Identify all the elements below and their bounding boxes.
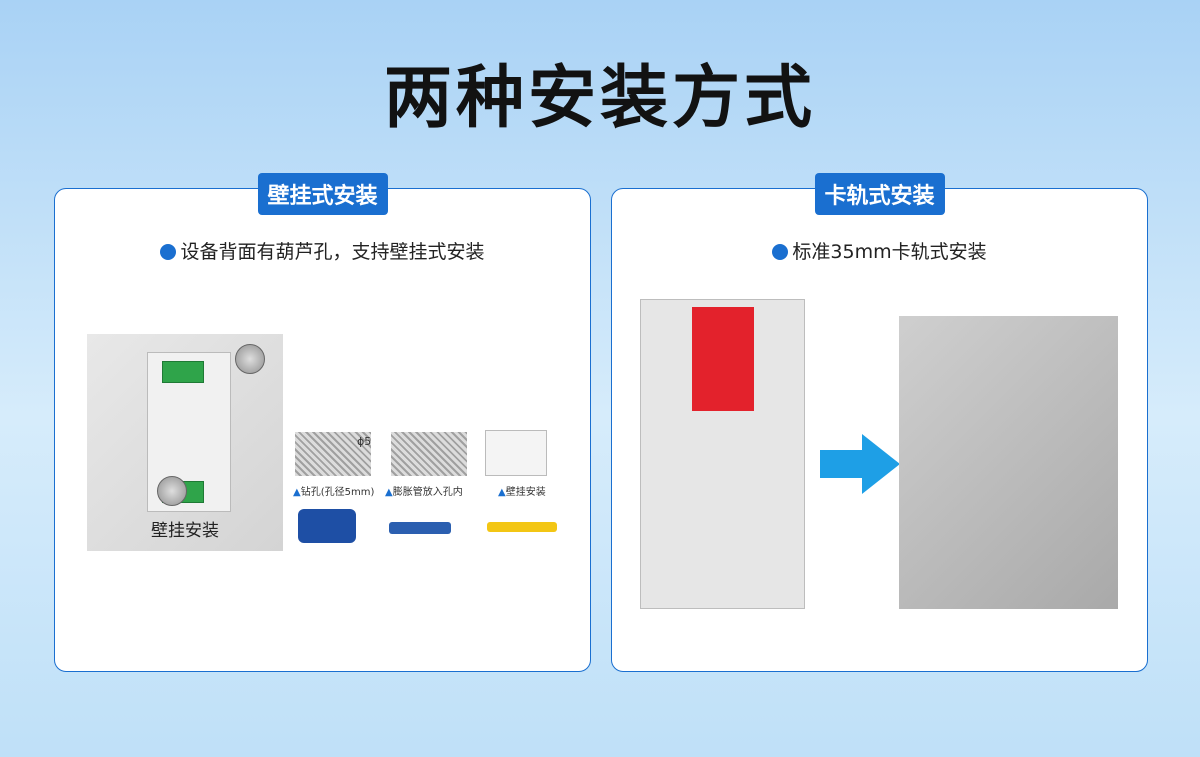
hole-diameter-label: ϕ5	[357, 435, 372, 448]
terminal-block-top	[162, 361, 204, 383]
step-label-anchor: ▲膨胀管放入孔内	[385, 487, 463, 498]
page-title: 两种安装方式	[383, 59, 816, 138]
rail-mount-desc-text: 标准35mm卡轨式安装	[792, 241, 987, 263]
screw-icon	[157, 476, 187, 506]
bullet-dot-icon	[160, 244, 177, 260]
wall-mount-photo: 壁挂安装	[87, 334, 283, 551]
rail-mount-photo	[899, 316, 1118, 609]
step-anchor-diagram	[391, 432, 467, 476]
din-rail-clip	[692, 307, 754, 411]
step-label-mount: ▲壁挂安装	[498, 487, 546, 498]
wall-mount-panel: 壁挂式安装 设备背面有葫芦孔，支持壁挂式安装 壁挂安装 ϕ5 ▲钻孔(孔径5mm…	[54, 173, 591, 672]
step-label-drill: ▲钻孔(孔径5mm)	[293, 487, 375, 498]
triangle-icon: ▲	[293, 487, 301, 498]
hammer-icon	[389, 522, 451, 534]
rail-mount-panel: 卡轨式安装 标准35mm卡轨式安装	[611, 173, 1148, 672]
step-drill-diagram	[295, 432, 371, 476]
screwdriver-icon	[487, 522, 557, 532]
rail-mount-badge: 卡轨式安装	[814, 173, 945, 215]
arrow-right-icon	[820, 450, 864, 478]
bullet-dot-icon	[772, 244, 789, 260]
triangle-icon: ▲	[385, 487, 393, 498]
rail-mount-desc: 标准35mm卡轨式安装	[612, 237, 1147, 264]
wall-mount-desc: 设备背面有葫芦孔，支持壁挂式安装	[55, 237, 590, 264]
wall-mount-desc-text: 设备背面有葫芦孔，支持壁挂式安装	[180, 241, 485, 263]
screw-icon	[235, 344, 265, 374]
triangle-icon: ▲	[498, 487, 506, 498]
step-mount-diagram	[485, 430, 547, 476]
drill-icon	[298, 509, 356, 543]
wall-mount-badge: 壁挂式安装	[257, 173, 388, 215]
wall-mount-photo-caption: 壁挂安装	[151, 521, 219, 541]
arrow-right-head-icon	[862, 434, 900, 494]
